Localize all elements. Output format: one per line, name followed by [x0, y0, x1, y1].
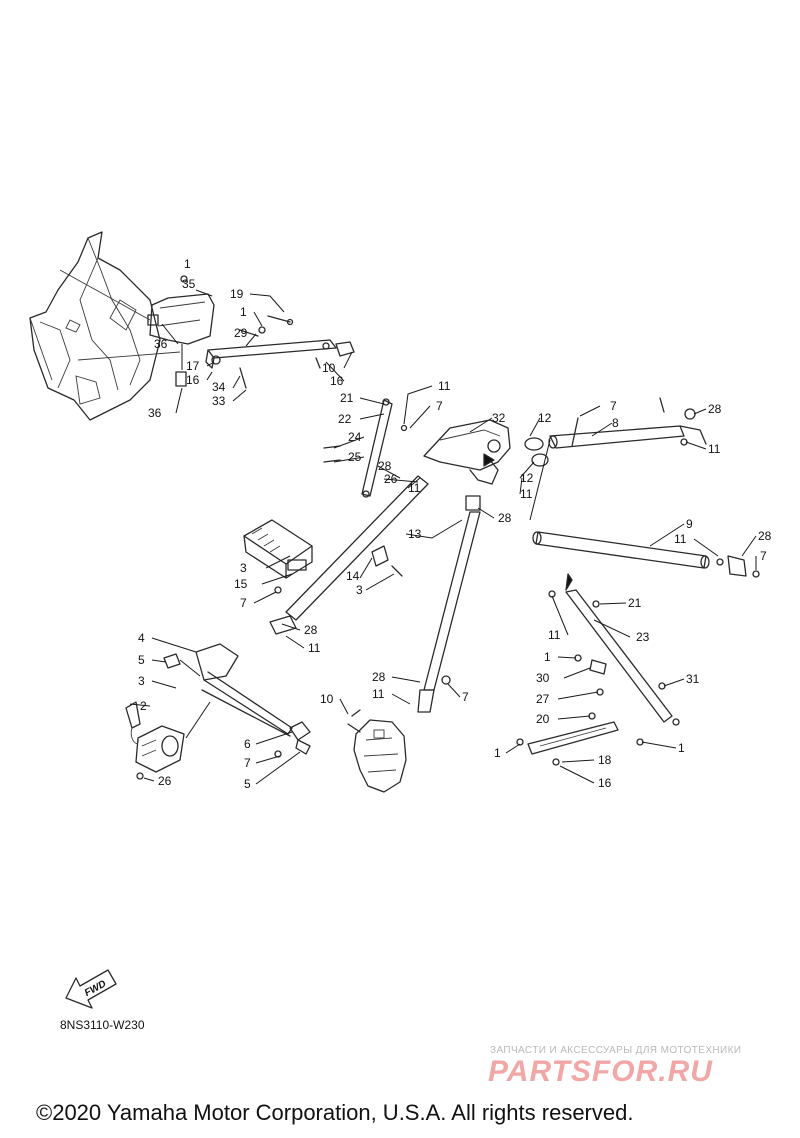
callout-11: 11	[548, 628, 561, 642]
callout-16: 16	[330, 374, 344, 388]
callout-4: 4	[138, 631, 145, 645]
callout-14: 14	[346, 569, 360, 583]
callout-32: 32	[492, 411, 506, 425]
callout-11: 11	[372, 687, 385, 701]
plate-18	[516, 712, 644, 766]
callout-1: 1	[494, 746, 501, 760]
fwd-arrow-icon: FWD	[65, 969, 117, 1009]
callout-7: 7	[760, 549, 767, 563]
callout-13: 13	[408, 527, 422, 541]
callout-2: 2	[140, 699, 147, 713]
callout-7: 7	[610, 399, 617, 413]
callout-3: 3	[356, 583, 363, 597]
callout-8: 8	[612, 416, 619, 430]
watermark-logo: PARTSFOR.RU	[488, 1055, 713, 1088]
callout-7: 7	[462, 690, 469, 704]
diagram-code: 8NS3110-W230	[60, 1018, 145, 1032]
callout-35: 35	[182, 277, 196, 291]
callout-5: 5	[138, 653, 145, 667]
callout-11: 11	[308, 641, 321, 655]
cowling-assembly	[29, 231, 181, 421]
callout-36: 36	[154, 337, 168, 351]
callout-36: 36	[148, 406, 162, 420]
callout-21: 21	[340, 391, 354, 405]
callout-11: 11	[708, 442, 721, 456]
callout-10: 10	[322, 361, 336, 375]
regulator-3	[243, 519, 313, 594]
callout-7: 7	[436, 399, 443, 413]
callout-9: 9	[686, 517, 693, 531]
callout-28: 28	[498, 511, 512, 525]
callout-17: 17	[186, 359, 200, 373]
callout-3: 3	[240, 561, 247, 575]
callout-1: 1	[678, 741, 685, 755]
callout-16: 16	[186, 373, 200, 387]
callout-28: 28	[758, 529, 772, 543]
servo-motor-2	[125, 701, 211, 780]
callout-5: 5	[244, 777, 251, 791]
callout-11: 11	[674, 532, 687, 546]
long-tube-13	[269, 475, 481, 713]
callout-12: 12	[520, 471, 534, 485]
tube-9	[529, 439, 760, 578]
callout-21: 21	[628, 596, 642, 610]
upper-bracket-rail	[205, 315, 355, 389]
callout-28: 28	[378, 459, 392, 473]
callout-29: 29	[234, 326, 248, 340]
callout-31: 31	[686, 672, 700, 686]
callout-28: 28	[372, 670, 386, 684]
callout-28: 28	[304, 623, 318, 637]
watermark-tagline: ЗАПЧАСТИ И АКСЕССУАРЫ ДЛЯ МОТОТЕХНИКИ	[490, 1045, 742, 1056]
callout-22: 22	[338, 412, 352, 426]
callout-16: 16	[598, 776, 612, 790]
callout-1: 1	[544, 650, 551, 664]
callout-27: 27	[536, 692, 550, 706]
callout-7: 7	[244, 756, 251, 770]
callout-25: 25	[348, 450, 362, 464]
callout-34: 34	[212, 380, 226, 394]
callout-6: 6	[244, 737, 251, 751]
clamp-14	[371, 545, 403, 577]
callout-19: 19	[230, 287, 244, 301]
callout-24: 24	[348, 430, 362, 444]
copyright-notice: ©2020 Yamaha Motor Corporation, U.S.A. A…	[36, 1100, 634, 1125]
side-bracket-23	[548, 573, 680, 726]
callout-10: 10	[320, 692, 334, 706]
callout-30: 30	[536, 671, 550, 685]
callout-33: 33	[212, 394, 226, 408]
callout-11: 11	[438, 379, 451, 393]
meter-bracket	[147, 275, 215, 387]
leader-lines	[129, 289, 757, 785]
callout-12: 12	[538, 411, 552, 425]
callout-1: 1	[184, 257, 191, 271]
callout-15: 15	[234, 577, 248, 591]
callout-1: 1	[240, 305, 247, 319]
callout-18: 18	[598, 753, 612, 767]
callout-11: 11	[520, 487, 533, 501]
callout-7: 7	[240, 596, 247, 610]
callout-20: 20	[536, 712, 550, 726]
head-bracket-32	[423, 417, 579, 485]
callout-26: 26	[158, 774, 172, 788]
callout-28: 28	[708, 402, 722, 416]
callout-23: 23	[636, 630, 650, 644]
callout-labels: 1 35 19 1 29 36 17 16 34 33 10 16 36 11 …	[138, 257, 772, 791]
servo-mount-4	[163, 643, 311, 758]
callout-11: 11	[408, 481, 421, 495]
callout-3: 3	[138, 674, 145, 688]
callout-26: 26	[384, 472, 398, 486]
engine-side-piece	[347, 709, 407, 793]
